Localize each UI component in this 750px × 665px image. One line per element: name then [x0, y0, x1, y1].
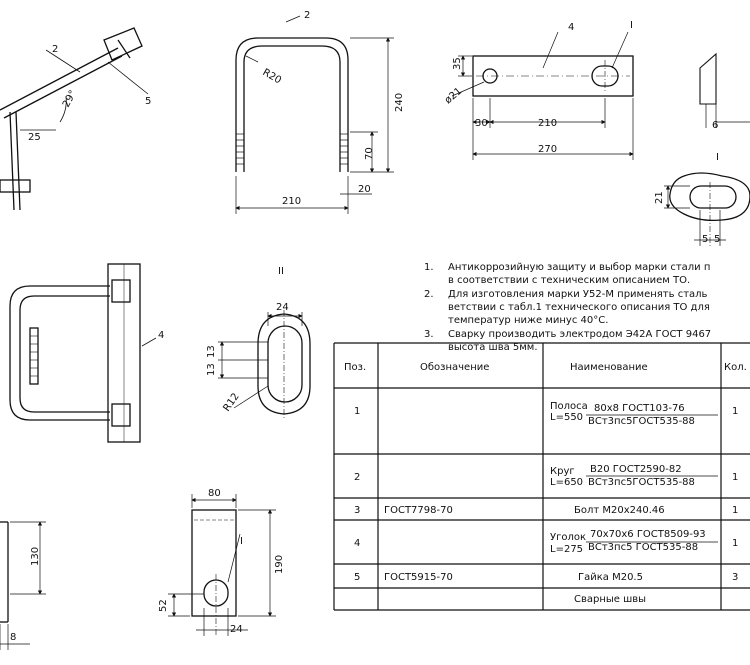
dim-240: 240 — [394, 93, 405, 112]
row-5-designation: ГОСТ5915-70 — [384, 572, 453, 583]
inclined-bolt-view — [0, 27, 149, 211]
row-3-qty: 1 — [732, 505, 738, 516]
view-I-title: I — [716, 152, 719, 163]
row-2-name-bottom: ВСт3пс5ГОСТ535-88 — [588, 477, 695, 488]
note-1-num: 1. — [424, 262, 434, 273]
row-2-name-suffix: L=650 — [550, 477, 583, 488]
table-row: 2 Круг L=650 В20 ГОСТ2590-82 ВСт3пс5ГОСТ… — [354, 464, 738, 488]
row-2-pos: 2 — [354, 472, 360, 483]
row-4-name-prefix: Уголок — [550, 532, 586, 543]
note-3-line1: Сварку производить электродом Э42А ГОСТ … — [448, 329, 711, 340]
specification-table: Поз. Обозначение Наименование Кол. 1 Пол… — [333, 342, 750, 611]
table-header-designation: Обозначение — [420, 362, 489, 373]
table-row: 4 Уголок L=275 70х70х6 ГОСТ8509-93 ВСт3п… — [354, 529, 738, 555]
view-II-title: II — [278, 266, 284, 277]
dim-20: 20 — [358, 184, 371, 195]
assembly-side-view — [9, 263, 157, 443]
dim-190: 190 — [274, 555, 285, 574]
dim-80: 80 — [208, 488, 221, 499]
row-4-qty: 1 — [732, 538, 738, 549]
row-2-name-top: В20 ГОСТ2590-82 — [590, 464, 682, 475]
row-4-name-suffix: L=275 — [550, 544, 583, 555]
u-bolt-view — [235, 15, 394, 214]
dim-30: 30 — [475, 118, 488, 129]
angle-piece-view — [168, 494, 276, 636]
dim-52: 52 — [158, 599, 169, 612]
row-3-name: Болт М20х240.46 — [574, 505, 665, 516]
callout-I-angle: I — [240, 536, 243, 547]
row-1-name-bottom: ВСт3пс5ГОСТ535-88 — [588, 416, 695, 427]
row-1-name-prefix: Полоса — [550, 401, 588, 412]
dim-35: 35 — [452, 57, 463, 70]
note-2-line2: ветствии с табл.1 технического описания … — [448, 302, 710, 313]
callout-2-left: 2 — [52, 44, 58, 55]
dim-130: 130 — [30, 547, 41, 566]
row-5-name: Гайка М20.5 — [578, 572, 643, 583]
row-5-pos: 5 — [354, 572, 360, 583]
dim-8: 8 — [10, 632, 16, 643]
table-header-qty: Кол. — [724, 362, 747, 373]
row-2-qty: 1 — [732, 472, 738, 483]
dim-5-b: 5 — [714, 234, 720, 245]
dim-70: 70 — [364, 147, 375, 160]
dim-210-ubolt: 210 — [282, 196, 301, 207]
dim-25: 25 — [28, 132, 41, 143]
dim-dia-21: ø21 — [443, 86, 465, 107]
note-2-line1: Для изготовления марки У52-М применять с… — [448, 289, 708, 300]
dim-24-detail: 24 — [276, 302, 289, 313]
dim-270: 270 — [538, 144, 557, 155]
note-2-line3: температур ниже минус 40°С. — [448, 315, 608, 326]
row-1-name-top: 80х8 ГОСТ103-76 — [594, 403, 685, 414]
dim-13-b: 13 — [206, 363, 217, 376]
dim-13-a: 13 — [206, 345, 217, 358]
callout-4-assembly: 4 — [158, 330, 164, 341]
radius-12: R12 — [221, 391, 241, 413]
dim-5-a: 5 — [702, 234, 708, 245]
row-6-name: Сварные швы — [574, 594, 646, 605]
row-3-designation: ГОСТ7798-70 — [384, 505, 453, 516]
dim-6: 6 — [712, 120, 718, 131]
note-2-num: 2. — [424, 289, 434, 300]
table-row: 5 ГОСТ5915-70 Гайка М20.5 3 — [354, 572, 738, 583]
row-4-name-bottom: ВСт3пс5 ГОСТ535-88 — [588, 542, 698, 553]
row-1-pos: 1 — [354, 406, 360, 417]
note-3-num: 3. — [424, 329, 434, 340]
row-1-qty: 1 — [732, 406, 738, 417]
row-2-name-prefix: Круг — [550, 466, 575, 477]
row-4-pos: 4 — [354, 538, 360, 549]
callout-5: 5 — [145, 96, 151, 107]
table-header-pos: Поз. — [344, 362, 366, 373]
row-5-qty: 3 — [732, 572, 738, 583]
notes-block: 1. Антикоррозийную защиту и выбор марки … — [424, 262, 711, 353]
detail-II-view — [218, 310, 311, 420]
row-4-name-top: 70х70х6 ГОСТ8509-93 — [590, 529, 706, 540]
bottom-left-part — [0, 521, 46, 650]
table-header-name: Наименование — [570, 362, 648, 373]
table-row: 1 Полоса L=550 80х8 ГОСТ103-76 ВСт3пс5ГО… — [354, 401, 738, 427]
row-3-pos: 3 — [354, 505, 360, 516]
dim-210-plate: 210 — [538, 118, 557, 129]
table-row: 3 ГОСТ7798-70 Болт М20х240.46 1 — [354, 505, 738, 516]
table-row: Сварные швы — [574, 594, 646, 605]
detail-I-view — [664, 172, 750, 248]
note-1-line2: в соответствии с техническим описанием Т… — [448, 275, 690, 286]
radius-20: R20 — [261, 67, 284, 86]
row-1-name-suffix: L=550 — [550, 412, 583, 423]
dim-21-detail: 21 — [654, 191, 665, 204]
plate-view — [451, 31, 750, 160]
callout-4-plate: 4 — [568, 22, 574, 33]
callout-2-top: 2 — [304, 10, 310, 21]
note-3-line2: высота шва 5мм. — [448, 342, 538, 353]
angle-dim: 29° — [61, 89, 79, 110]
callout-I-plate: I — [630, 20, 633, 31]
note-1-line1: Антикоррозийную защиту и выбор марки ста… — [448, 262, 710, 273]
dim-24-angle: 24 — [230, 624, 243, 635]
